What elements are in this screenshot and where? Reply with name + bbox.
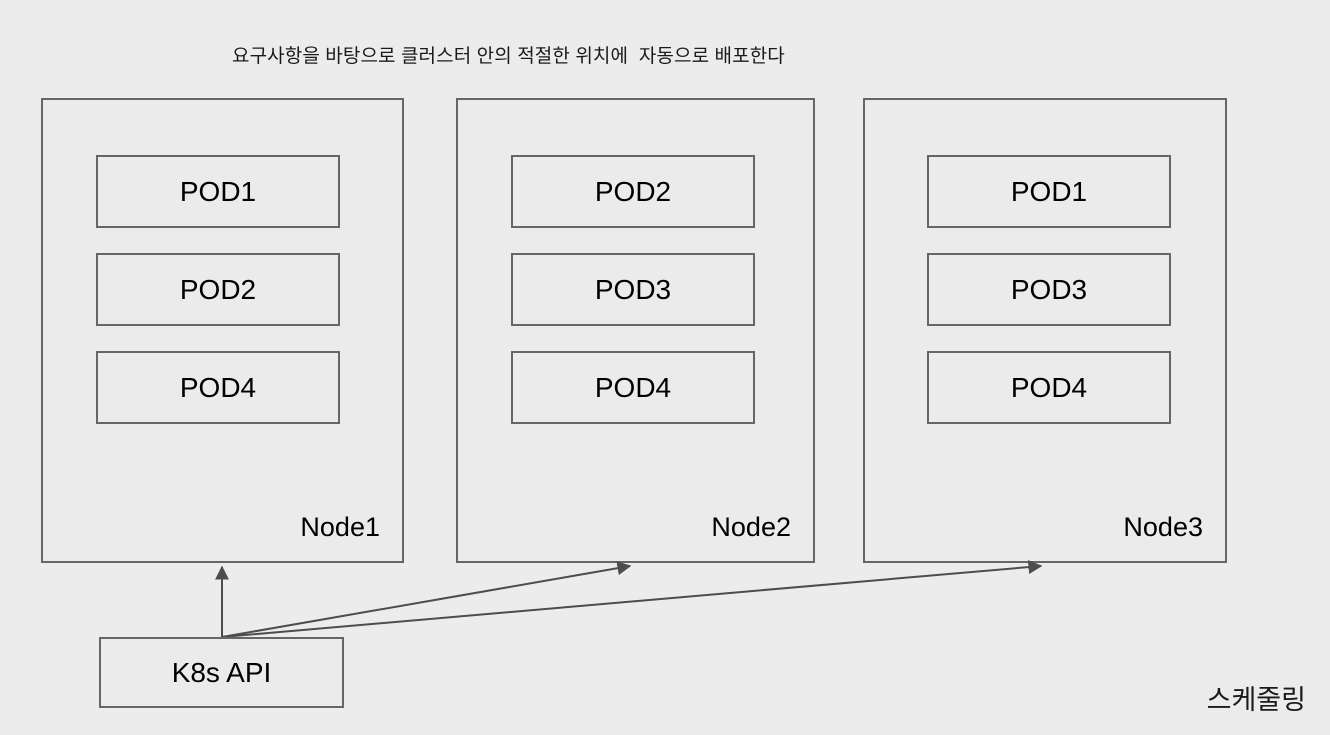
pod-box-node3-2[interactable]: POD4 <box>927 351 1171 424</box>
pod-label: POD1 <box>1010 175 1088 207</box>
pod-box-node1-2[interactable]: POD4 <box>96 351 340 424</box>
pod-box-node1-0[interactable]: POD1 <box>96 155 340 228</box>
pod-box-node1-1[interactable]: POD2 <box>96 253 340 326</box>
pod-box-node2-1[interactable]: POD3 <box>511 253 755 326</box>
pod-label: POD3 <box>594 273 672 305</box>
node-box-node3[interactable]: POD1 POD3 POD4 Node3 <box>863 98 1227 563</box>
node-box-node1[interactable]: POD1 POD2 POD4 Node1 <box>41 98 404 563</box>
k8s-api-box[interactable]: K8s API <box>99 637 344 708</box>
pod-label: POD1 <box>179 175 257 207</box>
pod-label: POD4 <box>179 371 257 403</box>
pod-box-node3-0[interactable]: POD1 <box>927 155 1171 228</box>
node-box-node2[interactable]: POD2 POD3 POD4 Node2 <box>456 98 815 563</box>
pod-label: POD4 <box>594 371 672 403</box>
node-label-node2: Node2 <box>711 512 791 542</box>
pod-label: POD4 <box>1010 371 1088 403</box>
pod-label: POD3 <box>1010 273 1088 305</box>
pod-box-node2-0[interactable]: POD2 <box>511 155 755 228</box>
pod-box-node3-1[interactable]: POD3 <box>927 253 1171 326</box>
corner-note-scheduling: 스케줄링 <box>1206 685 1306 715</box>
pod-label: POD2 <box>594 175 672 207</box>
pod-label: POD2 <box>179 273 257 305</box>
k8s-api-label: K8s API <box>171 656 272 688</box>
node-label-node3: Node3 <box>1123 512 1203 542</box>
pod-box-node2-2[interactable]: POD4 <box>511 351 755 424</box>
arrow-k8s-api-to-node3 <box>221 560 1043 638</box>
arrow-k8s-api-to-node2 <box>221 561 632 638</box>
diagram-title: 요구사항을 바탕으로 클러스터 안의 적절한 위치에 자동으로 배포한다 <box>232 46 785 67</box>
node-label-node1: Node1 <box>300 512 380 542</box>
